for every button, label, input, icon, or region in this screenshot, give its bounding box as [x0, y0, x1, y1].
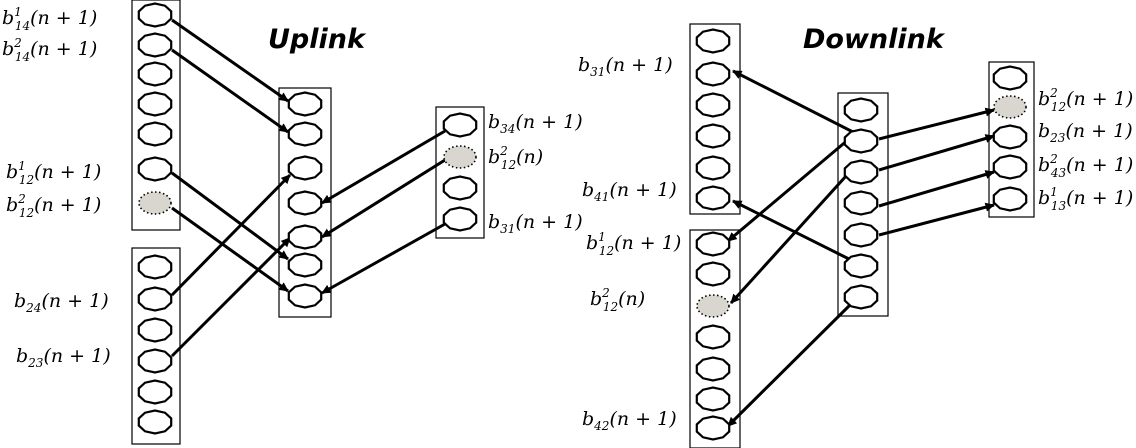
buffer-label-dl-b41: b41(n + 1)	[582, 179, 677, 204]
packet-slot	[695, 386, 731, 412]
packet-slot	[843, 253, 879, 279]
queue-box	[131, 0, 181, 231]
packet-slot	[287, 155, 323, 181]
packet-transfer-arrow	[726, 301, 854, 428]
packet-slot	[695, 28, 731, 54]
packet-slot	[137, 91, 173, 117]
packet-transfer-arrow	[171, 18, 289, 103]
queue-box	[689, 23, 741, 215]
packet-slot	[287, 91, 323, 117]
packet-slot	[442, 175, 478, 201]
packet-slot	[287, 121, 323, 147]
pending-packet-slot	[696, 294, 730, 318]
packet-slot	[843, 159, 879, 185]
packet-slot	[695, 261, 731, 287]
packet-transfer-arrow	[171, 48, 289, 134]
packet-slot	[287, 224, 323, 250]
buffer-label-ul-b31: b31(n + 1)	[488, 211, 583, 236]
packet-slot	[843, 97, 879, 123]
packet-slot	[992, 124, 1028, 150]
buffer-label-ul-b34: b34(n + 1)	[488, 111, 583, 136]
packet-transfer-arrow	[878, 170, 995, 208]
packet-slot	[992, 65, 1028, 91]
packet-transfer-arrow	[729, 163, 858, 305]
packet-slot	[695, 92, 731, 118]
packet-slot	[137, 348, 173, 374]
buffer-label-dl-b23: b23(n + 1)	[1038, 120, 1133, 145]
packet-slot	[695, 185, 731, 211]
packet-transfer-arrow	[878, 107, 995, 141]
packet-slot	[137, 379, 173, 405]
packet-slot	[695, 324, 731, 350]
packet-slot	[287, 283, 323, 309]
packet-slot	[137, 409, 173, 435]
packet-slot	[137, 61, 173, 87]
packet-transfer-arrow	[732, 199, 850, 261]
packet-slot	[843, 190, 879, 216]
packet-transfer-arrow	[732, 69, 854, 134]
buffer-label-dl-b42: b42(n + 1)	[582, 408, 677, 433]
packet-slot	[137, 2, 173, 28]
queue-box	[435, 106, 485, 239]
queue-box	[689, 229, 741, 448]
packet-slot	[695, 155, 731, 181]
buffer-label-dl-b31: b31(n + 1)	[578, 54, 673, 79]
packet-slot	[137, 254, 173, 280]
packet-slot	[992, 154, 1028, 180]
packet-slot	[695, 231, 731, 257]
packet-transfer-arrow	[171, 171, 289, 261]
downlink-title: Downlink	[803, 24, 946, 55]
packet-slot	[843, 128, 879, 154]
packet-slot	[992, 186, 1028, 212]
packet-slot	[695, 356, 731, 382]
packet-slot	[695, 123, 731, 149]
packet-slot	[843, 222, 879, 248]
packet-slot	[137, 156, 173, 182]
packet-transfer-arrow	[170, 173, 292, 297]
packet-transfer-arrow	[321, 222, 446, 295]
packet-slot	[843, 284, 879, 310]
packet-slot	[695, 61, 731, 87]
packet-slot	[287, 252, 323, 278]
buffer-label-ul-b23: b23(n + 1)	[16, 345, 111, 370]
packet-transfer-arrow	[171, 206, 289, 293]
packet-transfer-arrow	[321, 129, 446, 205]
packet-slot	[137, 121, 173, 147]
packet-slot	[137, 286, 173, 312]
buffer-label-ul-b24: b24(n + 1)	[14, 290, 109, 315]
uplink-title: Uplink	[268, 24, 367, 55]
pending-packet-slot	[138, 191, 172, 215]
packet-slot	[137, 317, 173, 343]
packet-slot	[695, 415, 731, 441]
pending-packet-slot	[443, 145, 477, 169]
packet-slot	[137, 32, 173, 58]
packet-transfer-arrow	[321, 158, 446, 239]
pending-packet-slot	[993, 95, 1027, 119]
packet-slot	[442, 112, 478, 138]
packet-slot	[442, 206, 478, 232]
packet-transfer-arrow	[878, 134, 995, 172]
packet-slot	[287, 190, 323, 216]
packet-transfer-arrow	[170, 236, 292, 358]
packet-transfer-arrow	[727, 137, 850, 243]
packet-transfer-arrow	[878, 202, 995, 237]
